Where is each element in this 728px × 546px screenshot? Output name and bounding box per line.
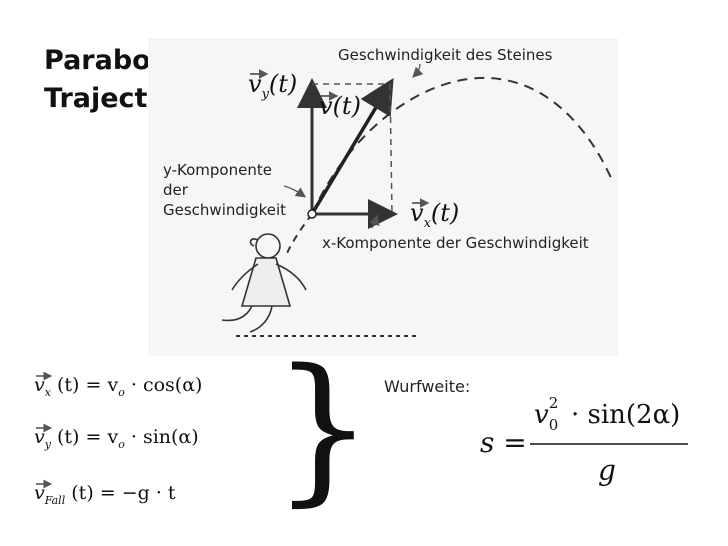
- wurfweite-label: Wurfweite:: [384, 377, 471, 396]
- eq1-sub2: o: [118, 385, 125, 399]
- label-x-component: x-Komponente der Geschwindigkeit: [322, 234, 589, 252]
- parallelogram-right: [389, 83, 393, 215]
- label-y-line-2: der: [163, 181, 188, 199]
- v-letter: v: [319, 92, 333, 120]
- eq2-sub: y: [44, 437, 51, 451]
- formula-lhs: s =: [480, 426, 527, 459]
- equation-vfall: vFall (t) = −g · t: [34, 482, 176, 507]
- formula-denominator: g: [598, 454, 616, 487]
- vy-letter: v: [248, 70, 262, 98]
- trajectory-start-dash: [284, 213, 313, 259]
- label-y-line-1: y-Komponente: [163, 161, 272, 179]
- vy-arg: (t): [268, 70, 298, 98]
- numerator-sup: 2: [548, 394, 559, 412]
- vector-label-v: v(t): [319, 92, 361, 120]
- eq3-lhs: v: [34, 482, 45, 504]
- vy-sub: y: [261, 86, 269, 102]
- vx-arg: (t): [430, 199, 460, 227]
- label-y-line-3: Geschwindigkeit: [163, 201, 287, 219]
- eq1-tail: · cos(α): [130, 374, 203, 396]
- eq2-sub2: o: [118, 437, 125, 451]
- child-figure: [221, 233, 307, 333]
- formula-s: s =: [480, 426, 527, 459]
- pointer-x-component: [369, 214, 380, 229]
- vx-letter: v: [410, 199, 424, 227]
- equation-vx: vx (t) = vo · cos(α): [34, 374, 202, 399]
- eq2-lhs: v: [34, 426, 45, 448]
- vector-label-vy: vy(t): [248, 70, 297, 102]
- label-y-component: y-Komponente der Geschwindigkeit: [163, 160, 286, 220]
- eq1-sub: x: [44, 385, 51, 399]
- numerator-v: v: [534, 400, 549, 430]
- eq2-tail: · sin(α): [130, 426, 199, 448]
- eq3-sub: Fall: [44, 493, 66, 507]
- grouping-brace: }: [272, 334, 374, 521]
- vx-sub: x: [423, 215, 431, 231]
- v-arrow: [310, 77, 394, 215]
- equation-vy: vy (t) = vo · sin(α): [34, 426, 199, 451]
- v-arg: (t): [332, 92, 361, 120]
- numerator-rest: · sin(2α): [570, 400, 681, 430]
- denominator-g: g: [598, 454, 616, 487]
- pointer-y-component: [283, 185, 307, 198]
- eq1-rest: (t) = v: [57, 374, 119, 396]
- numerator-sub: 0: [548, 416, 559, 434]
- label-velocity: Geschwindigkeit des Steines: [338, 46, 553, 64]
- vector-label-vx: vx(t): [410, 199, 459, 231]
- eq2-rest: (t) = v: [57, 426, 119, 448]
- eq3-rest: (t) = −g · t: [71, 482, 176, 504]
- pointer-velocity: [412, 63, 424, 78]
- stone: [307, 209, 317, 219]
- eq1-lhs: v: [34, 374, 45, 396]
